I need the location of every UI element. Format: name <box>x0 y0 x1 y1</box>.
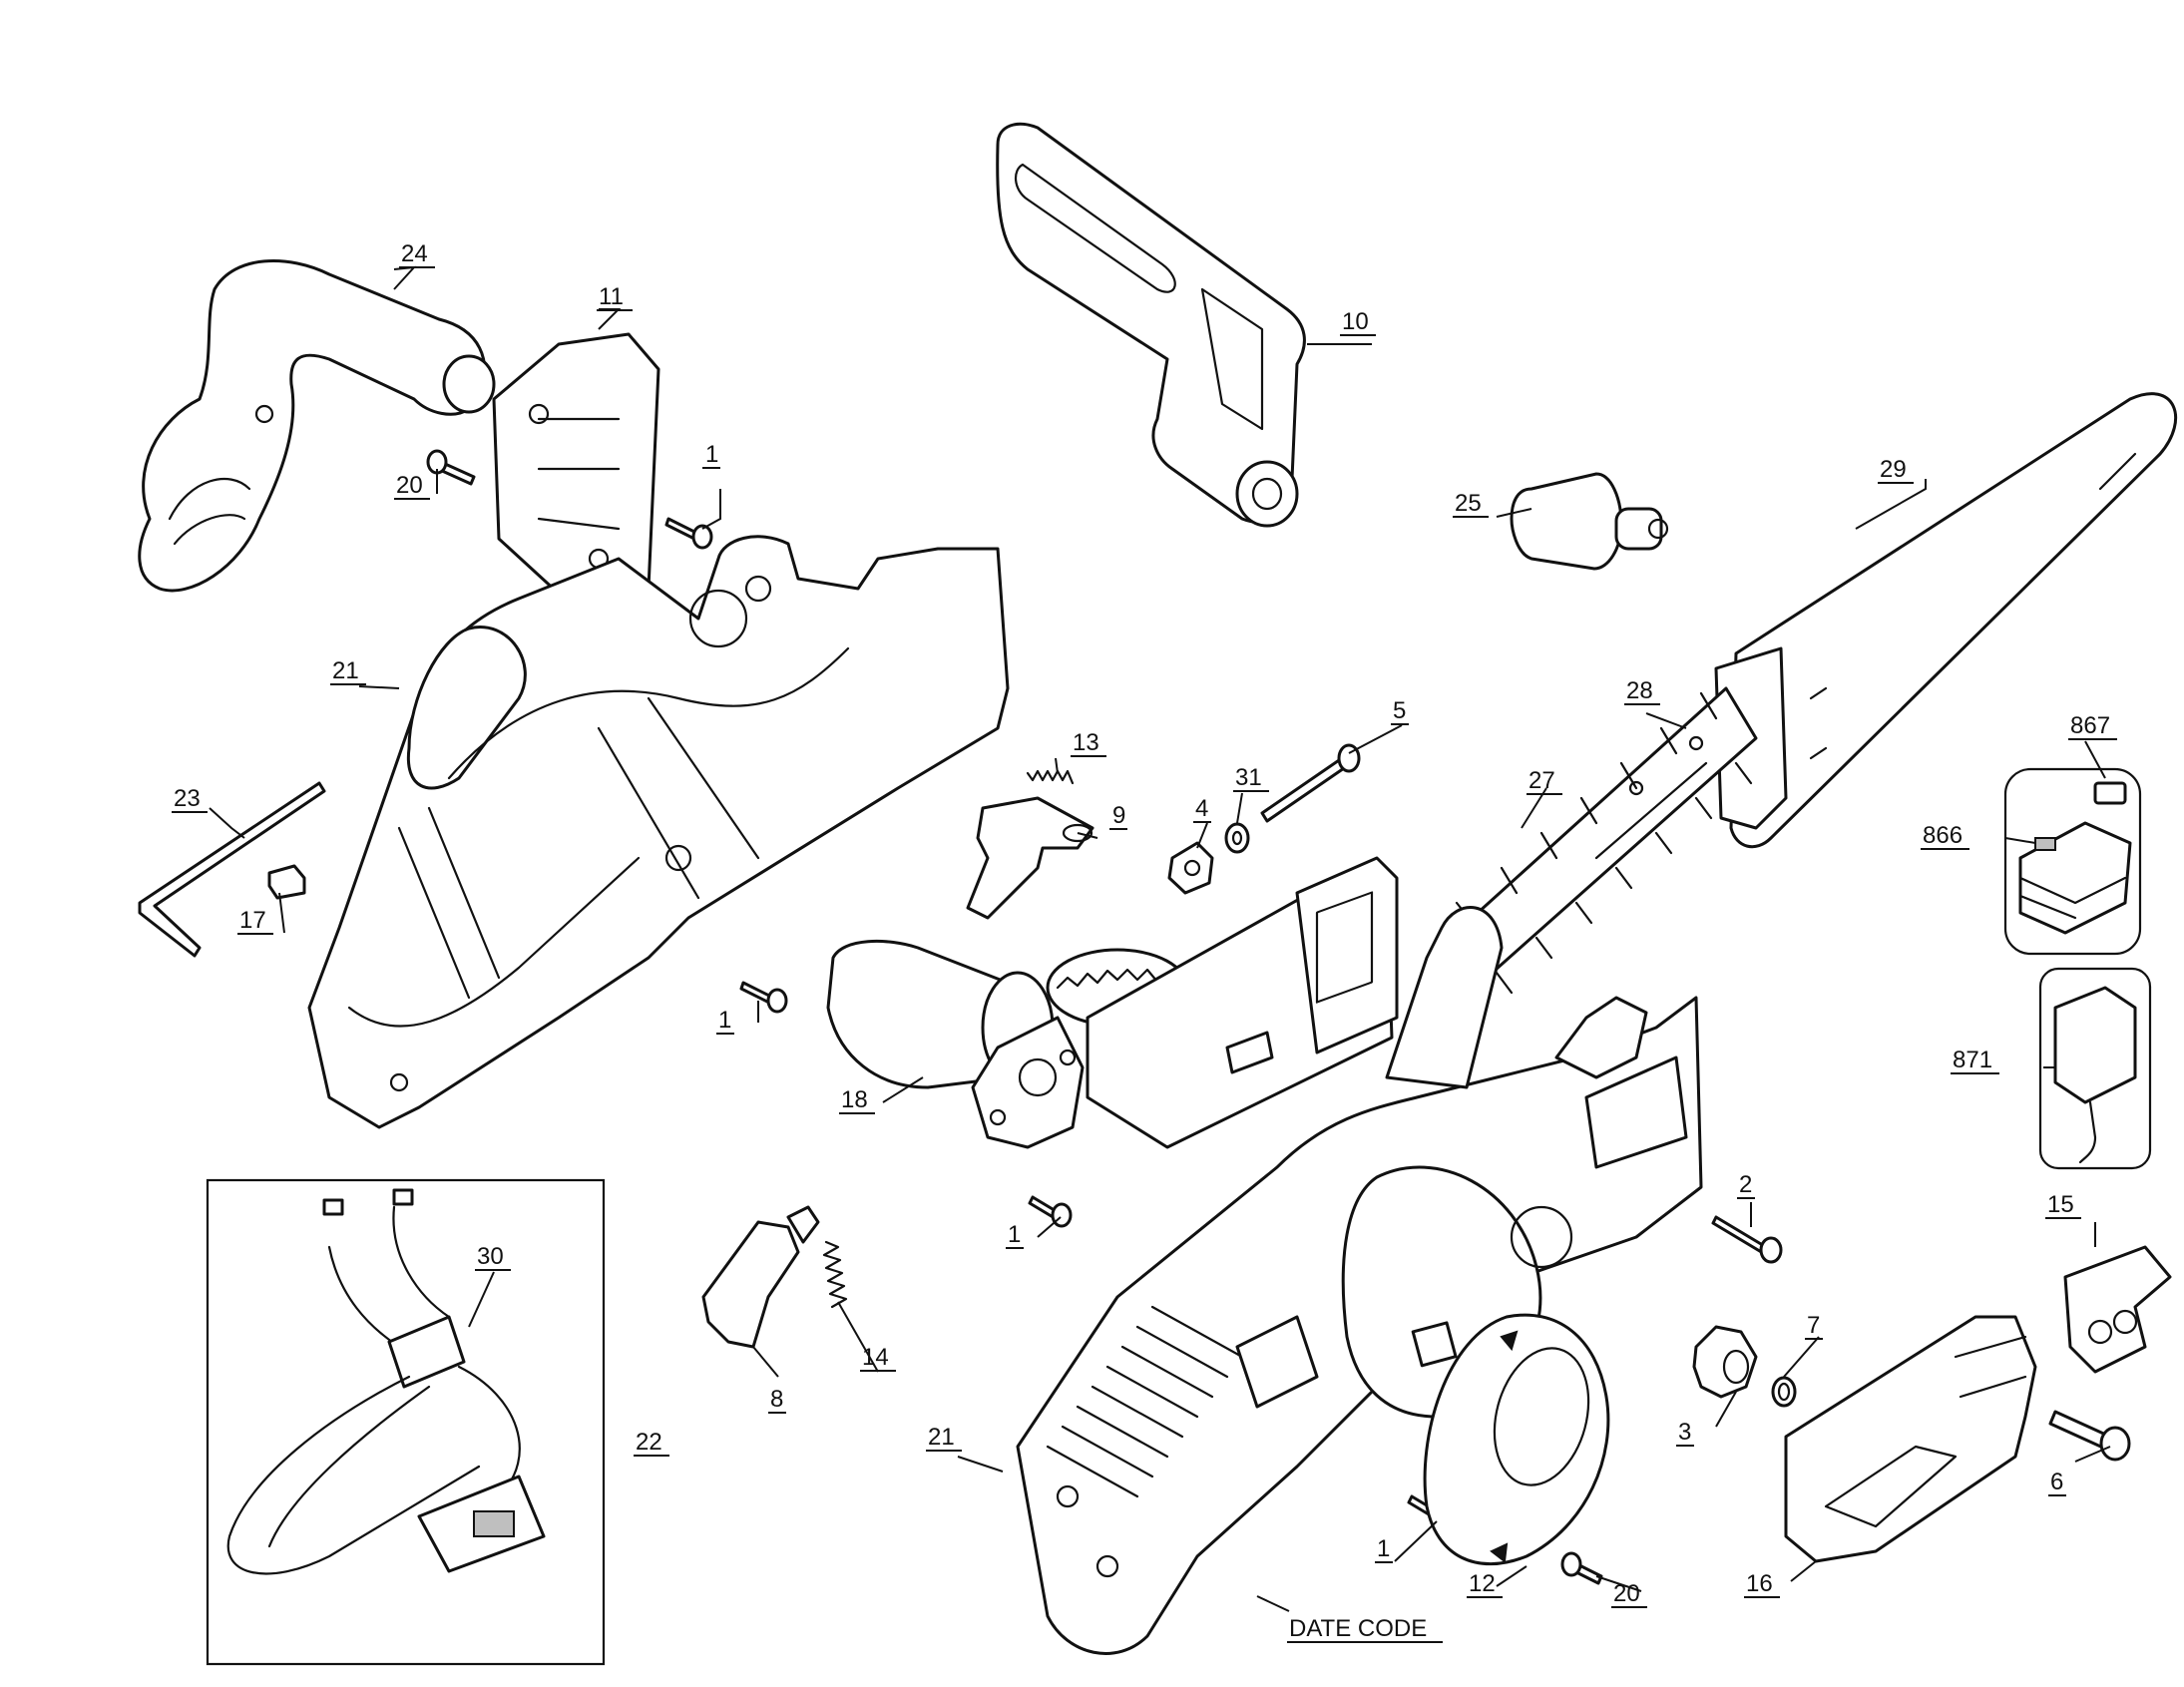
screw-part-1c <box>1028 1195 1073 1228</box>
callout-8: 8 <box>770 1386 783 1413</box>
handle-bracket-part <box>492 332 660 611</box>
callout-underlines <box>172 266 2117 1643</box>
callout-11: 11 <box>599 283 624 310</box>
callout-16: 16 <box>1746 1570 1773 1597</box>
bar-bracket-part <box>2063 1245 2172 1374</box>
callout-1-bottom: 1 <box>1377 1535 1390 1562</box>
hex-key-part <box>138 781 326 958</box>
side-cover-part <box>1784 1315 2037 1563</box>
callout-3: 3 <box>1678 1419 1691 1446</box>
motor-gearbox-part <box>826 856 1399 1149</box>
callout-29: 29 <box>1880 456 1907 483</box>
nut-part <box>1167 841 1214 895</box>
screw-part-1b <box>739 981 788 1014</box>
callout-23: 23 <box>174 785 201 812</box>
callout-15: 15 <box>2047 1191 2074 1218</box>
left-housing-part <box>307 535 1010 1129</box>
tension-knob-part <box>1692 1325 1758 1399</box>
screw-part-20b <box>1560 1551 1603 1585</box>
callout-10: 10 <box>1342 308 1369 335</box>
callout-2: 2 <box>1739 1171 1752 1198</box>
sleeve-part <box>1510 472 1669 571</box>
callout-21-lower: 21 <box>928 1424 955 1451</box>
wiring-harness-part <box>206 1178 606 1666</box>
screw-part-2 <box>1711 1215 1783 1264</box>
callout-871: 871 <box>1953 1047 1992 1073</box>
clip-part <box>267 864 306 900</box>
callout-20-lower: 20 <box>1613 1580 1640 1607</box>
battery-clip-part <box>2093 781 2127 805</box>
spring-part-13 <box>1026 769 1075 785</box>
callout-31: 31 <box>1235 764 1262 791</box>
bolt-part <box>1260 743 1361 823</box>
charger-part <box>2038 967 2152 1170</box>
screw-part-6 <box>2048 1410 2131 1462</box>
callout-25: 25 <box>1455 490 1482 517</box>
battery-pack-part <box>2003 767 2142 956</box>
callout-1-upper: 1 <box>705 441 718 468</box>
guide-bar-part <box>1714 392 2178 849</box>
callout-22: 22 <box>636 1429 662 1456</box>
right-housing-part <box>1016 906 1703 1655</box>
callout-18: 18 <box>841 1086 868 1113</box>
callout-7: 7 <box>1807 1312 1820 1339</box>
callout-14: 14 <box>862 1344 889 1371</box>
drive-cover-part <box>1423 1313 1610 1566</box>
callout-4: 4 <box>1195 795 1208 822</box>
callout-27: 27 <box>1529 767 1555 794</box>
callout-28: 28 <box>1626 677 1653 704</box>
callout-30: 30 <box>477 1243 504 1270</box>
date-code-label: DATE CODE <box>1289 1615 1427 1642</box>
callout-12: 12 <box>1469 1570 1496 1597</box>
callout-9: 9 <box>1112 802 1125 829</box>
spring-part-14 <box>822 1240 848 1309</box>
callout-6: 6 <box>2050 1469 2063 1495</box>
lock-lever-part <box>966 796 1094 920</box>
screw-part-1a <box>664 517 713 550</box>
callout-1-middle: 1 <box>718 1007 731 1034</box>
callout-13: 13 <box>1073 729 1099 756</box>
washer-part <box>1224 822 1250 854</box>
rear-handle-part <box>138 259 496 593</box>
callout-17: 17 <box>239 907 266 934</box>
switch-trigger-part <box>701 1205 820 1349</box>
chain-guard-part <box>996 122 1306 528</box>
callout-labels: 24 11 10 20 1 25 29 21 13 9 4 31 5 28 27… <box>174 240 2110 1642</box>
callout-866: 866 <box>1923 822 1963 849</box>
callout-867: 867 <box>2070 712 2110 739</box>
screw-part-20a <box>426 449 476 486</box>
callout-1-lower: 1 <box>1008 1221 1021 1248</box>
callout-24: 24 <box>401 240 428 267</box>
callout-21-upper: 21 <box>332 657 359 684</box>
retaining-ring-part <box>1771 1376 1797 1408</box>
callout-20-upper: 20 <box>396 472 423 499</box>
callout-5: 5 <box>1393 697 1406 724</box>
